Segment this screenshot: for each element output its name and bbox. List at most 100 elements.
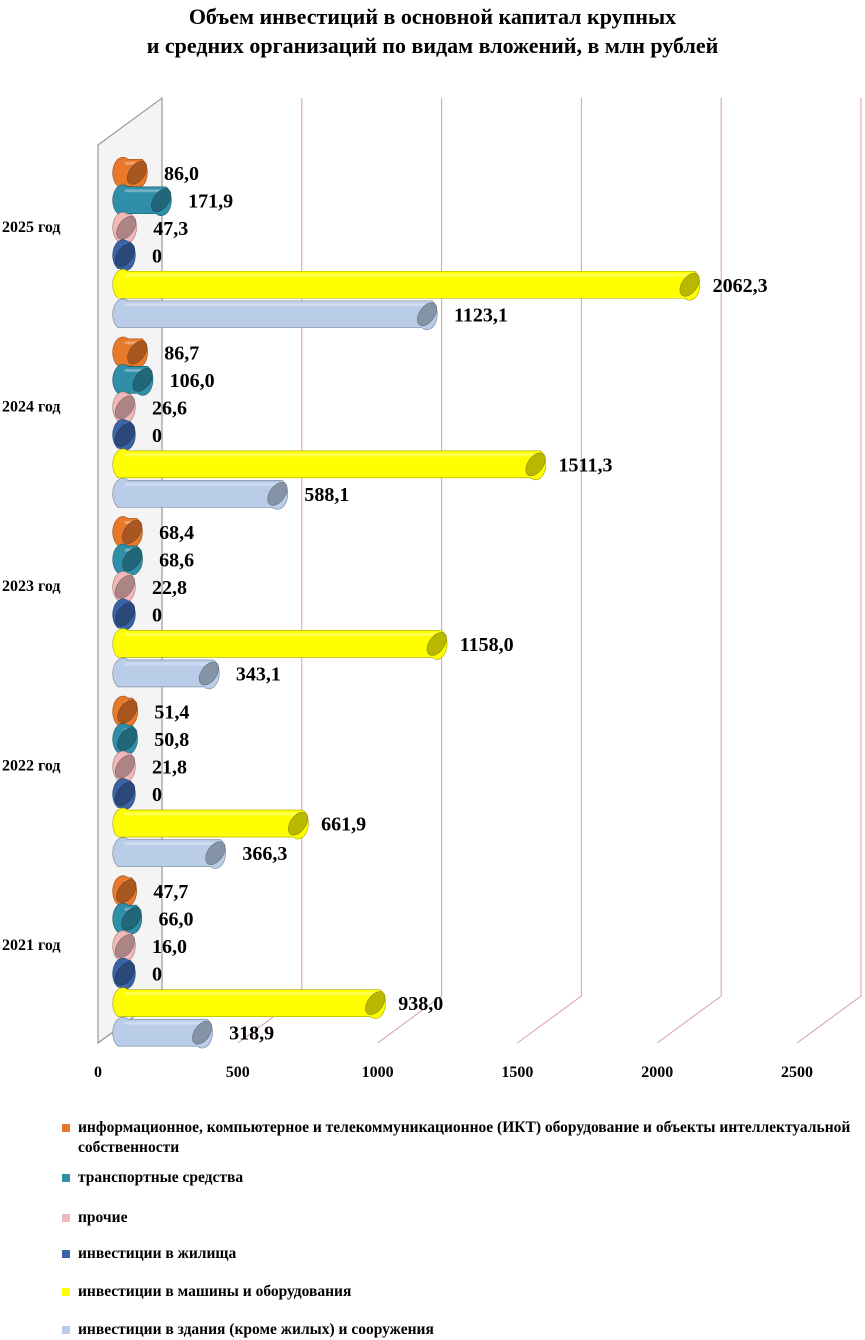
bar-end-cap	[127, 340, 148, 365]
bar-body	[112, 628, 448, 660]
bar-end-cap	[525, 452, 546, 477]
bar-2-4	[112, 628, 448, 660]
bar-body	[112, 478, 289, 510]
category-label: 2025 год	[2, 219, 61, 236]
bar-end-cap	[205, 841, 226, 865]
bar-end-cap	[122, 520, 143, 544]
bar-3-4	[112, 448, 547, 481]
bar-end-cap	[192, 1020, 213, 1045]
bar-2-1	[112, 543, 143, 576]
x-tick-label: 2000	[641, 1064, 673, 1081]
bar-end-cap	[114, 934, 136, 958]
legend-item: инвестиции в здания (кроме жилых) и соор…	[62, 1320, 858, 1340]
bar-body	[112, 837, 227, 869]
bar-2-2	[112, 571, 136, 603]
data-label: 0	[152, 784, 162, 806]
bar-end-cap	[114, 602, 136, 627]
category-label: 2023 год	[2, 578, 61, 595]
bar-end-cap	[114, 575, 136, 599]
bar-3-5	[112, 478, 289, 510]
bar-4-2	[112, 212, 137, 244]
bar-end-cap	[114, 243, 136, 268]
bar-end-cap	[114, 754, 136, 779]
bar-end-cap	[365, 991, 386, 1015]
bar-1-3	[112, 778, 136, 810]
legend-item: информационное, компьютерное и телекомму…	[62, 1118, 858, 1158]
legend-swatch	[62, 1326, 70, 1334]
data-label: 47,7	[153, 881, 188, 903]
data-label: 366,3	[242, 843, 287, 865]
bar-1-4	[112, 807, 309, 840]
bar-body	[112, 987, 386, 1019]
data-label: 2062,3	[713, 275, 768, 297]
bar-0-5	[112, 1016, 213, 1049]
legend-swatch	[62, 1214, 70, 1222]
category-label: 2022 год	[2, 758, 61, 775]
chart-title: Объем инвестиций в основной капитал круп…	[0, 2, 865, 60]
data-label: 16,0	[152, 936, 187, 958]
gridline-2000	[656, 98, 722, 1044]
data-label: 68,4	[159, 522, 194, 544]
bar-1-0	[112, 695, 138, 728]
data-label: 1123,1	[454, 304, 508, 326]
bar-body	[112, 1016, 213, 1049]
legend-item: транспортные средства	[62, 1168, 858, 1188]
data-label: 26,6	[152, 397, 187, 419]
legend-item: инвестиции в жилища	[62, 1244, 858, 1264]
bar-1-2	[112, 750, 136, 783]
bar-end-cap	[416, 302, 438, 327]
bar-body	[112, 448, 547, 481]
data-label: 343,1	[236, 663, 281, 685]
legend-item: прочие	[62, 1208, 858, 1228]
bar-end-cap	[114, 782, 136, 806]
bar-end-cap	[122, 547, 143, 572]
legend-swatch	[62, 1174, 70, 1182]
bar-end-cap	[117, 727, 138, 751]
bar-end-cap	[151, 188, 172, 213]
bar-0-0	[112, 875, 137, 907]
bar-0-3	[112, 957, 136, 990]
bar-4-4	[112, 269, 701, 301]
bar-4-0	[112, 157, 148, 189]
bar-2-3	[112, 598, 136, 631]
data-label: 51,4	[154, 702, 189, 724]
bar-3-2	[112, 391, 136, 424]
gridline-2500	[796, 98, 862, 1044]
bar-3-0	[112, 336, 148, 369]
bar-end-cap	[114, 395, 136, 420]
bar-0-4	[112, 987, 386, 1019]
bar-end-cap	[267, 482, 288, 506]
data-label: 68,6	[159, 549, 194, 571]
legend-label: информационное, компьютерное и телекомму…	[78, 1119, 851, 1156]
bar-body	[112, 298, 438, 330]
data-label: 0	[152, 245, 162, 267]
legend-label: инвестиции в здания (кроме жилых) и соор…	[78, 1321, 434, 1338]
legend-swatch	[62, 1250, 70, 1258]
x-tick-label: 2500	[781, 1064, 813, 1081]
x-tick-label: 1500	[501, 1064, 533, 1081]
gridline-1500	[517, 98, 582, 1044]
bar-1-1	[112, 723, 138, 755]
chart-title-line-2: и средних организаций по видам вложений,…	[146, 33, 719, 58]
legend-label: инвестиции в жилища	[78, 1245, 237, 1262]
bar-end-cap	[121, 906, 142, 931]
x-tick-label: 1000	[362, 1064, 394, 1081]
bar-end-cap	[198, 661, 219, 686]
data-label: 1158,0	[460, 634, 514, 656]
x-tick-label: 0	[94, 1064, 102, 1081]
legend-label: транспортные средства	[78, 1169, 244, 1186]
gridline-500	[237, 98, 303, 1044]
bar-end-cap	[114, 423, 136, 447]
category-label: 2024 год	[2, 398, 61, 415]
data-label: 50,8	[154, 729, 189, 751]
legend-label: прочие	[78, 1209, 128, 1226]
data-label: 938,0	[398, 993, 443, 1015]
bar-0-2	[112, 930, 136, 962]
legend-label: инвестиции в машины и оборудования	[78, 1283, 352, 1300]
bar-3-1	[112, 364, 154, 396]
data-label: 171,9	[188, 190, 233, 212]
bar-4-1	[112, 184, 172, 216]
x-tick-label: 500	[226, 1064, 250, 1081]
data-label: 106,0	[170, 370, 215, 392]
